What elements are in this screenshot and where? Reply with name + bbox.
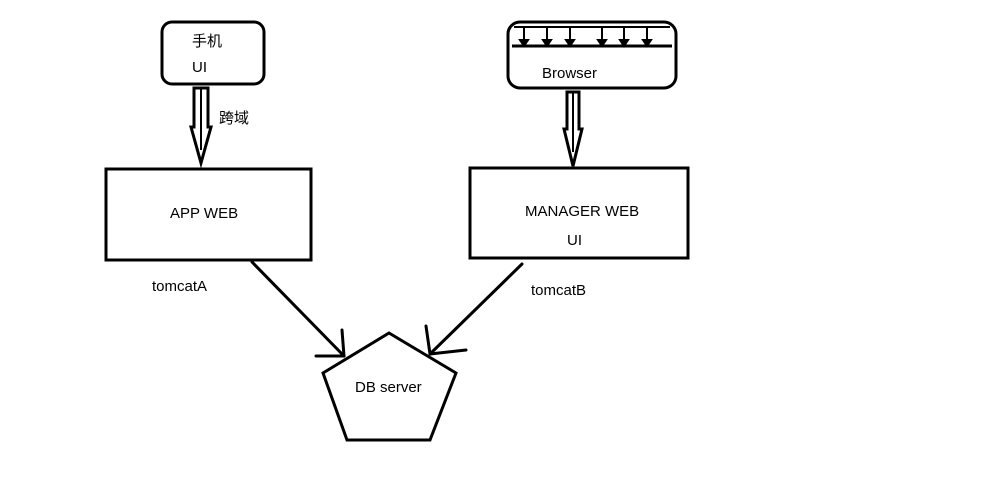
browser-toolbar-tick-marks	[518, 27, 653, 48]
manager-web-box	[468, 166, 690, 260]
db-server-node: DB server	[321, 331, 458, 442]
browser-label: Browser	[542, 65, 597, 82]
db-server-label: DB server	[355, 379, 422, 396]
mobile-ui-label-line1: 手机	[192, 33, 222, 50]
arrow-browser-to-manager-web	[562, 90, 584, 167]
arrow-app-web-to-db	[250, 260, 346, 358]
db-server-pentagon	[321, 331, 458, 442]
cross-domain-label: 跨域	[219, 110, 249, 127]
app-web-box	[104, 167, 313, 262]
manager-web-label-line2: UI	[567, 232, 582, 249]
arrow-line	[250, 260, 346, 358]
hollow-arrow-shape	[562, 90, 584, 167]
tomcat-b-label: tomcatB	[531, 282, 586, 299]
tomcat-a-label: tomcatA	[152, 278, 207, 295]
arrow-line	[428, 262, 524, 356]
mobile-ui-box	[160, 20, 266, 86]
hollow-arrow-shape	[189, 86, 213, 169]
manager-web-label-line1: MANAGER WEB	[525, 203, 639, 220]
app-web-node: APP WEB	[104, 167, 313, 262]
arrow-head-right	[340, 328, 346, 358]
app-web-label: APP WEB	[170, 205, 238, 222]
manager-web-node: MANAGER WEB UI	[468, 166, 690, 260]
browser-node: Browser	[506, 20, 678, 90]
arrow-head-left	[424, 324, 432, 356]
arrow-manager-web-to-db	[424, 262, 524, 356]
arrow-mobile-to-app-web	[189, 86, 213, 169]
mobile-ui-node: 手机 UI	[160, 20, 266, 86]
browser-window	[506, 20, 678, 90]
mobile-ui-label-line2: UI	[192, 59, 207, 76]
arrow-head-right	[428, 348, 468, 356]
